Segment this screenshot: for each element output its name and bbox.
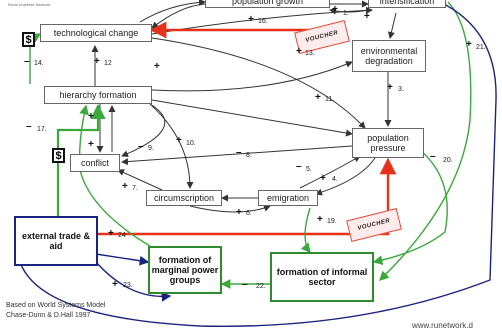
sign-minus: – xyxy=(296,161,302,172)
sign-plus: + xyxy=(108,228,114,239)
node-hierarchy-formation: hierarchy formation xyxy=(44,86,152,104)
sign-plus: + xyxy=(94,56,100,67)
sign-plus: + xyxy=(122,181,128,192)
link-label-7: 7. xyxy=(132,185,138,192)
link-label-8: 8. xyxy=(246,152,252,159)
sign-plus: + xyxy=(236,207,242,218)
link-label-20: 20. xyxy=(443,157,453,164)
link-circumscription-to-emigration xyxy=(189,204,271,213)
node-environmental-degradation: environmental degradation xyxy=(352,40,426,72)
link-label-4: 4. xyxy=(332,176,338,183)
voucher-label: VOUCHER xyxy=(305,30,339,44)
link-hierarchy-to-envdeg xyxy=(151,61,353,92)
link-poppressure-to-informal xyxy=(372,149,448,266)
link-growth-to-techchange xyxy=(151,3,206,29)
link-label-13: 13. xyxy=(305,50,315,57)
link-label-6: 6. xyxy=(246,210,252,217)
node-technological-change: technological change xyxy=(40,24,152,42)
sign-plus: + xyxy=(315,92,321,103)
sign-plus: + xyxy=(154,61,160,72)
link-label-23: 23. xyxy=(123,282,133,289)
sign-minus: – xyxy=(24,56,30,67)
node-informal-sector: formation of informal sector xyxy=(270,252,374,302)
link-hierarchy-to-circumscription xyxy=(149,103,194,189)
dollar-sign-icon-mid: $ xyxy=(52,148,65,163)
link-label-24: 24 xyxy=(118,232,126,239)
link-circumscription-to-conflict xyxy=(117,169,163,191)
link-label-22: 22. xyxy=(256,283,266,290)
link-label-10: 10. xyxy=(186,140,196,147)
link-label-12: 12 xyxy=(104,60,112,67)
link-label-3: 3. xyxy=(398,86,404,93)
link-label-5: 5. xyxy=(306,166,312,173)
link-label-21: 21. xyxy=(476,44,486,51)
sign-plus: + xyxy=(248,14,254,25)
sign-plus: + xyxy=(317,214,323,225)
link-hierarchy-loop-9 xyxy=(121,103,166,157)
sign-minus: – xyxy=(430,151,436,162)
sign-plus: + xyxy=(332,4,338,15)
node-emigration: emigration xyxy=(258,190,318,206)
credit-line-1: Based on World Systems Model xyxy=(6,302,106,309)
link-trade-to-marginal xyxy=(95,253,150,266)
sign-plus: + xyxy=(466,39,472,50)
sign-plus: + xyxy=(364,11,370,22)
link-label-17: 17. xyxy=(37,126,47,133)
sign-plus: + xyxy=(296,46,302,57)
sign-plus: + xyxy=(112,279,118,290)
node-population-growth: population growth xyxy=(205,0,330,8)
link-intensification-to-envdeg xyxy=(387,12,397,39)
node-external-trade-aid: external trade & aid xyxy=(14,216,98,266)
link-techchange-to-poppressure xyxy=(151,37,366,129)
site-url: www.runetwork.d xyxy=(412,321,473,330)
sign-minus: – xyxy=(242,279,248,290)
sign-plus: + xyxy=(88,111,94,122)
link-aid-to-poppressure xyxy=(96,157,397,236)
link-label-16: 16. xyxy=(258,18,268,25)
sign-plus: + xyxy=(387,82,393,93)
link-label-9: 9. xyxy=(148,145,154,152)
sign-plus: + xyxy=(320,173,326,184)
voucher-label: VOUCHER xyxy=(357,218,391,232)
link-label-11: 11. xyxy=(325,96,335,103)
link-external-to-informal xyxy=(378,1,472,281)
sign-plus: + xyxy=(176,135,182,146)
link-techchange-to-growth xyxy=(139,0,206,23)
link-poppressure-to-emigration xyxy=(315,157,376,196)
credit-line-2: Chase-Dunn & D.Hall 1997 xyxy=(6,312,91,319)
sign-minus: – xyxy=(236,147,242,158)
link-emigration-to-poppressure xyxy=(299,155,361,189)
sign-minus: – xyxy=(138,141,144,152)
link-hierarchy-to-poppressure xyxy=(151,99,353,137)
corner-text: Rural Universe Network xyxy=(8,2,51,7)
sign-plus: + xyxy=(88,139,94,150)
link-trade-to-hierarchy xyxy=(56,103,106,216)
node-marginal-power-groups: formation of marginal power groups xyxy=(148,246,222,294)
link-label-14: 14. xyxy=(34,60,44,67)
node-conflict: conflict xyxy=(70,154,120,172)
link-global-loop xyxy=(19,1,497,327)
node-population-pressure: population pressure xyxy=(352,128,424,158)
link-emigration-to-informal xyxy=(300,207,311,254)
node-circumscription: circumscription xyxy=(146,190,222,206)
link-label-19: 19. xyxy=(327,218,337,225)
node-intensification: intensification xyxy=(368,0,446,8)
link-poppressure-to-conflict xyxy=(121,145,353,166)
link-trade-to-marginal-lower xyxy=(95,261,172,302)
link-label-1: 1. xyxy=(343,10,349,17)
dollar-sign-icon-top: $ xyxy=(22,32,35,47)
sign-minus: – xyxy=(26,121,32,132)
